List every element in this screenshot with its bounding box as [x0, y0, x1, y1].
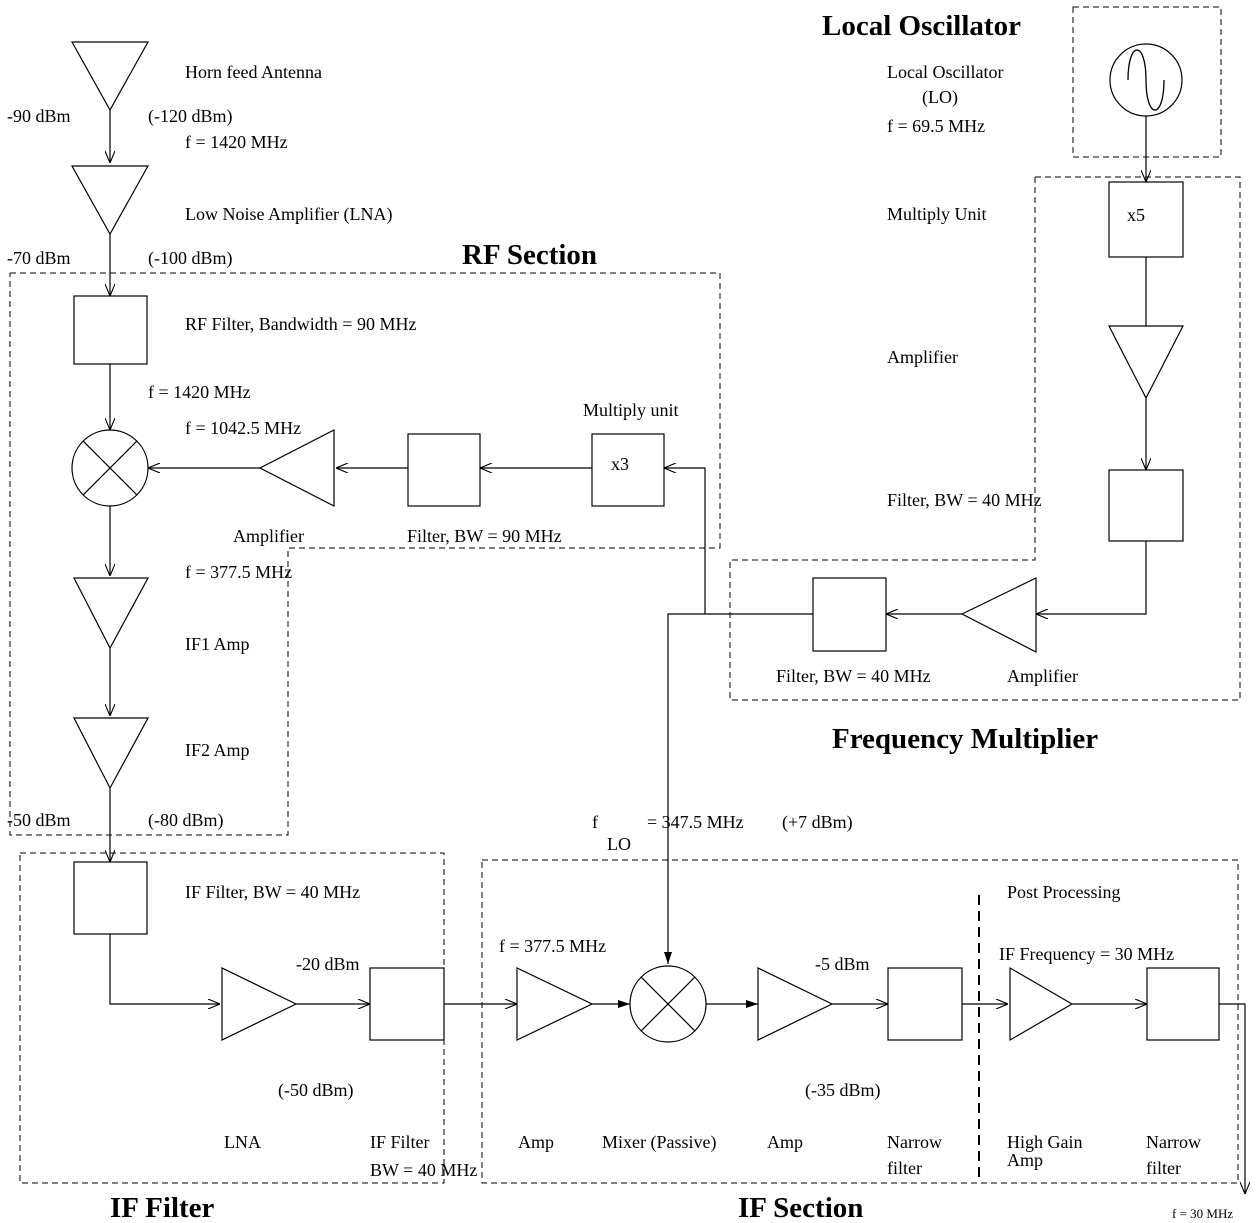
label-filter-fm-bottom: Filter, BW = 40 MHz [776, 666, 931, 686]
label-if-frequency: IF Frequency = 30 MHz [999, 944, 1174, 964]
title-if-section: IF Section [738, 1192, 863, 1223]
label-amp2-level-paren: (-35 dBm) [805, 1080, 881, 1101]
title-rf-section: RF Section [462, 239, 597, 271]
label-out-freq: f = 30 MHz [1172, 1206, 1233, 1221]
label-multiply-unit-fm: Multiply Unit [887, 204, 987, 224]
label-lna: Low Noise Amplifier (LNA) [185, 204, 392, 225]
label-narrow-filter-1a: Narrow [887, 1132, 942, 1152]
if-amp-icon [516, 967, 594, 1041]
fm-top-filter-box [1108, 469, 1184, 542]
label-mixer-passive: Mixer (Passive) [602, 1132, 716, 1153]
label-lna2-level-paren: (-50 dBm) [278, 1080, 354, 1101]
label-amplifier-fm-bottom: Amplifier [1007, 666, 1078, 686]
label-horn-feed-antenna: Horn feed Antenna [185, 62, 322, 82]
narrow-filter-2-box [1146, 967, 1220, 1041]
lna-icon [70, 165, 150, 236]
wire-filter-bottom-amp [1036, 541, 1147, 614]
label-rf-freq: f = 1420 MHz [148, 382, 251, 402]
label-flo-f: f [592, 812, 598, 832]
label-if-filter-bottom-1: IF Filter [370, 1132, 430, 1152]
wire-iffilter-lna2 [109, 934, 220, 1004]
title-local-oscillator: Local Oscillator [822, 10, 1021, 42]
fm-bottom-filter-box [812, 577, 887, 652]
if-mixer-cross-b [640, 976, 696, 1032]
label-lna2: LNA [224, 1132, 261, 1152]
label-filter-fm-top: Filter, BW = 40 MHz [887, 490, 1042, 510]
label-high-gain-b: Amp [1007, 1150, 1043, 1170]
label-post-processing: Post Processing [1007, 882, 1121, 902]
label-amp-if-2: Amp [767, 1132, 803, 1152]
if1-amp-icon [73, 577, 150, 650]
label-lo-freq: f = 69.5 MHz [887, 116, 985, 136]
horn-antenna-icon [70, 41, 150, 112]
label-x3: x3 [611, 454, 629, 474]
title-if-filter: IF Filter [110, 1192, 215, 1223]
wire-output [1219, 1003, 1245, 1194]
rf-section-boundary [9, 272, 721, 836]
label-high-gain-a: High Gain [1007, 1132, 1083, 1152]
sine-wave-icon [1127, 49, 1165, 111]
label-amp-if-1: Amp [518, 1132, 554, 1152]
wire-fm-to-if-mixer [664, 613, 813, 964]
lna2-amplifier-icon [221, 967, 298, 1041]
x5-multiply-box [1108, 181, 1184, 258]
rf-lo-amplifier-icon [258, 429, 335, 507]
label-narrow-filter-1b: filter [887, 1158, 922, 1178]
label-rf-filter: RF Filter, Bandwidth = 90 MHz [185, 314, 416, 334]
fm-bottom-amplifier-icon [960, 577, 1037, 653]
label-amplifier-fm-top: Amplifier [887, 347, 958, 367]
label-amplifier-rf: Amplifier [233, 526, 304, 546]
if2-amp-icon [73, 717, 150, 790]
if-filter-box [73, 861, 148, 935]
label-if1-freq: f = 377.5 MHz [185, 562, 292, 582]
label-lna-level-paren: (-100 dBm) [148, 248, 233, 269]
label-amp2-level: -5 dBm [815, 954, 870, 974]
if-filter-boundary [19, 852, 445, 1184]
label-flo-sub: LO [607, 834, 631, 854]
label-lna-level: -70 dBm [7, 248, 71, 268]
fm-top-amplifier-icon [1108, 325, 1184, 400]
label-lo-name-2: (LO) [922, 87, 958, 108]
label-if2-level-paren: (-80 dBm) [148, 810, 224, 831]
label-if2-level: -50 dBm [7, 810, 71, 830]
label-narrow-filter-2b: filter [1146, 1158, 1181, 1178]
label-antenna-level-paren: (-120 dBm) [148, 106, 233, 127]
label-if1-amp: IF1 Amp [185, 634, 250, 654]
label-antenna-freq: f = 1420 MHz [185, 132, 288, 152]
if-section-boundary [481, 859, 1239, 1184]
wire-lo-to-x3 [664, 468, 706, 614]
narrow-filter-1-box [887, 967, 963, 1041]
local-oscillator-boundary [1072, 6, 1222, 158]
rf-lo-filter-box [407, 433, 481, 507]
label-if-filter-bottom-2: BW = 40 MHz [370, 1160, 477, 1180]
label-filter-rf: Filter, BW = 90 MHz [407, 526, 562, 546]
rf-filter-box [73, 295, 148, 365]
label-ifsec-freq: f = 377.5 MHz [499, 936, 606, 956]
label-lna2-level: -20 dBm [296, 954, 360, 974]
frequency-multiplier-boundary [729, 176, 1241, 701]
high-gain-amp-icon [1009, 966, 1074, 1042]
label-antenna-level: -90 dBm [7, 106, 71, 126]
label-x5: x5 [1127, 205, 1145, 225]
label-lo-mix-freq: f = 1042.5 MHz [185, 418, 301, 438]
title-frequency-multiplier: Frequency Multiplier [832, 723, 1098, 755]
label-multiply-unit-rf: Multiply unit [583, 400, 679, 420]
label-if-filter: IF Filter, BW = 40 MHz [185, 882, 360, 902]
label-narrow-filter-2a: Narrow [1146, 1132, 1201, 1152]
label-if2-amp: IF2 Amp [185, 740, 250, 760]
label-lo-name-1: Local Oscillator [887, 62, 1003, 82]
label-flo-level: (+7 dBm) [782, 812, 853, 833]
if-filter-bottom-box [369, 967, 445, 1041]
rf-mixer-cross-b [82, 440, 138, 496]
label-flo-value: = 347.5 MHz [647, 812, 744, 832]
if-amp2-icon [757, 967, 834, 1041]
